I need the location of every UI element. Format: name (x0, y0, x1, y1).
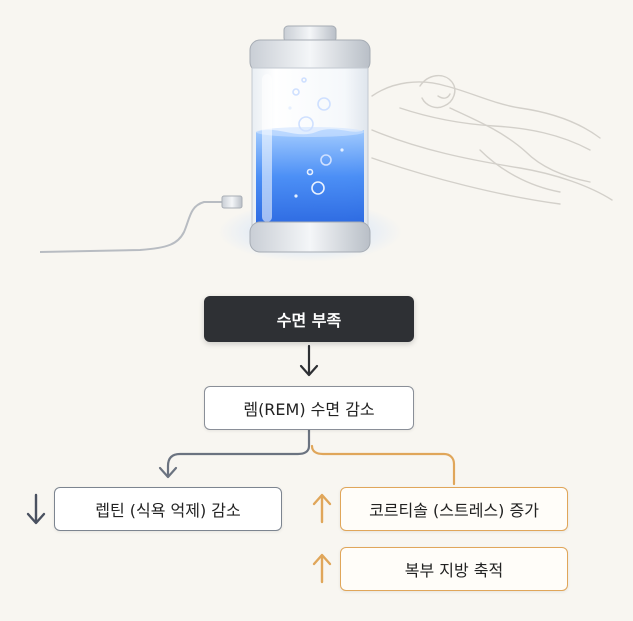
node-sleep-deprivation: 수면 부족 (204, 296, 414, 342)
node-rem-decrease: 렘(REM) 수면 감소 (204, 386, 414, 430)
connector-to-leptin (158, 428, 311, 479)
belly-fat-up-arrow-icon (312, 553, 332, 584)
sleeping-person-icon (371, 75, 613, 205)
illustration (39, 25, 613, 262)
node-leptin-decrease: 렙틴 (식욕 억제) 감소 (54, 487, 282, 531)
leptin-down-arrow-icon (26, 493, 46, 525)
connector-to-cortisol (310, 444, 456, 486)
cortisol-up-arrow-icon (312, 493, 332, 524)
battery-icon (218, 25, 402, 262)
arrow-down-main (299, 344, 319, 377)
power-cable (39, 201, 226, 253)
node-belly-fat: 복부 지방 축적 (340, 547, 568, 591)
node-cortisol-increase: 코르티솔 (스트레스) 증가 (340, 487, 568, 531)
